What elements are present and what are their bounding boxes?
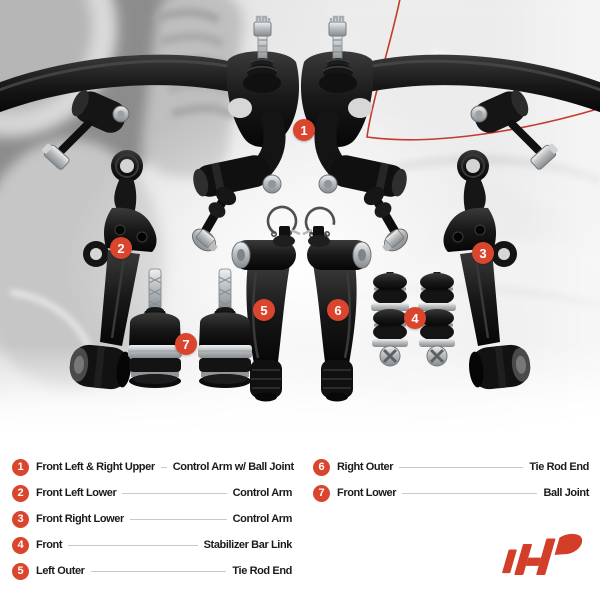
photo-area: 1 2 3 4 5 6 7 (0, 0, 600, 452)
legend-part-label: Stabilizer Bar Link (203, 539, 293, 551)
legend-row-2: 2 Front Left Lower Control Arm (12, 480, 292, 506)
legend-part-label: Control Arm w/ Ball Joint (172, 461, 294, 473)
legend-column-right: 6 Right Outer Tie Rod End 7 Front Lower … (300, 452, 600, 506)
callout-3: 3 (472, 242, 494, 264)
legend-number-badge: 2 (12, 484, 29, 502)
legend-location-label: Front (36, 539, 63, 551)
legend-number-badge: 4 (12, 536, 29, 554)
legend-connector-line (122, 492, 227, 494)
legend-number-badge: 1 (12, 458, 29, 476)
legend-connector-line (160, 466, 167, 468)
callout-1: 1 (293, 119, 315, 141)
legend: 1 Front Left & Right Upper Control Arm w… (0, 452, 600, 584)
legend-row-7: 7 Front Lower Ball Joint (313, 480, 589, 506)
ball-joint-left (127, 268, 183, 389)
legend-part-label: Tie Rod End (529, 461, 589, 473)
legend-row-1: 1 Front Left & Right Upper Control Arm w… (12, 454, 294, 480)
parts-layer (0, 0, 600, 403)
legend-number-badge: 7 (313, 484, 330, 502)
legend-connector-line (68, 544, 198, 546)
legend-column-left: 1 Front Left & Right Upper Control Arm w… (0, 452, 300, 584)
legend-part-label: Ball Joint (543, 487, 589, 499)
legend-connector-line (129, 518, 227, 520)
lower-control-arm-right (442, 148, 534, 393)
legend-row-4: 4 Front Stabilizer Bar Link (12, 532, 292, 558)
legend-part-label: Control Arm (232, 487, 293, 499)
legend-connector-line (90, 570, 227, 572)
legend-location-label: Left Outer (36, 565, 85, 577)
legend-location-label: Front Right Lower (36, 513, 124, 525)
legend-location-label: Front Left Lower (36, 487, 117, 499)
callout-6: 6 (327, 299, 349, 321)
callout-4: 4 (404, 307, 426, 329)
legend-connector-line (399, 466, 524, 468)
ball-joint-right (197, 268, 253, 389)
legend-connector-line (402, 492, 538, 494)
callout-7: 7 (175, 333, 197, 355)
legend-location-label: Front Lower (337, 487, 397, 499)
red-swoosh-line (366, 0, 600, 141)
legend-location-label: Front Left & Right Upper (36, 461, 155, 473)
upper-control-arm-right (301, 17, 600, 257)
upper-control-arm-left (0, 17, 299, 257)
a-premium-logo (502, 533, 583, 575)
legend-row-6: 6 Right Outer Tie Rod End (313, 454, 589, 480)
legend-row-3: 3 Front Right Lower Control Arm (12, 506, 292, 532)
legend-row-5: 5 Left Outer Tie Rod End (12, 558, 292, 584)
legend-number-badge: 5 (12, 562, 29, 580)
legend-number-badge: 3 (12, 510, 29, 528)
callout-2: 2 (110, 237, 132, 259)
legend-number-badge: 6 (313, 458, 330, 476)
callout-5: 5 (253, 299, 275, 321)
legend-part-label: Tie Rod End (232, 565, 292, 577)
legend-location-label: Right Outer (337, 461, 394, 473)
legend-part-label: Control Arm (232, 513, 293, 525)
